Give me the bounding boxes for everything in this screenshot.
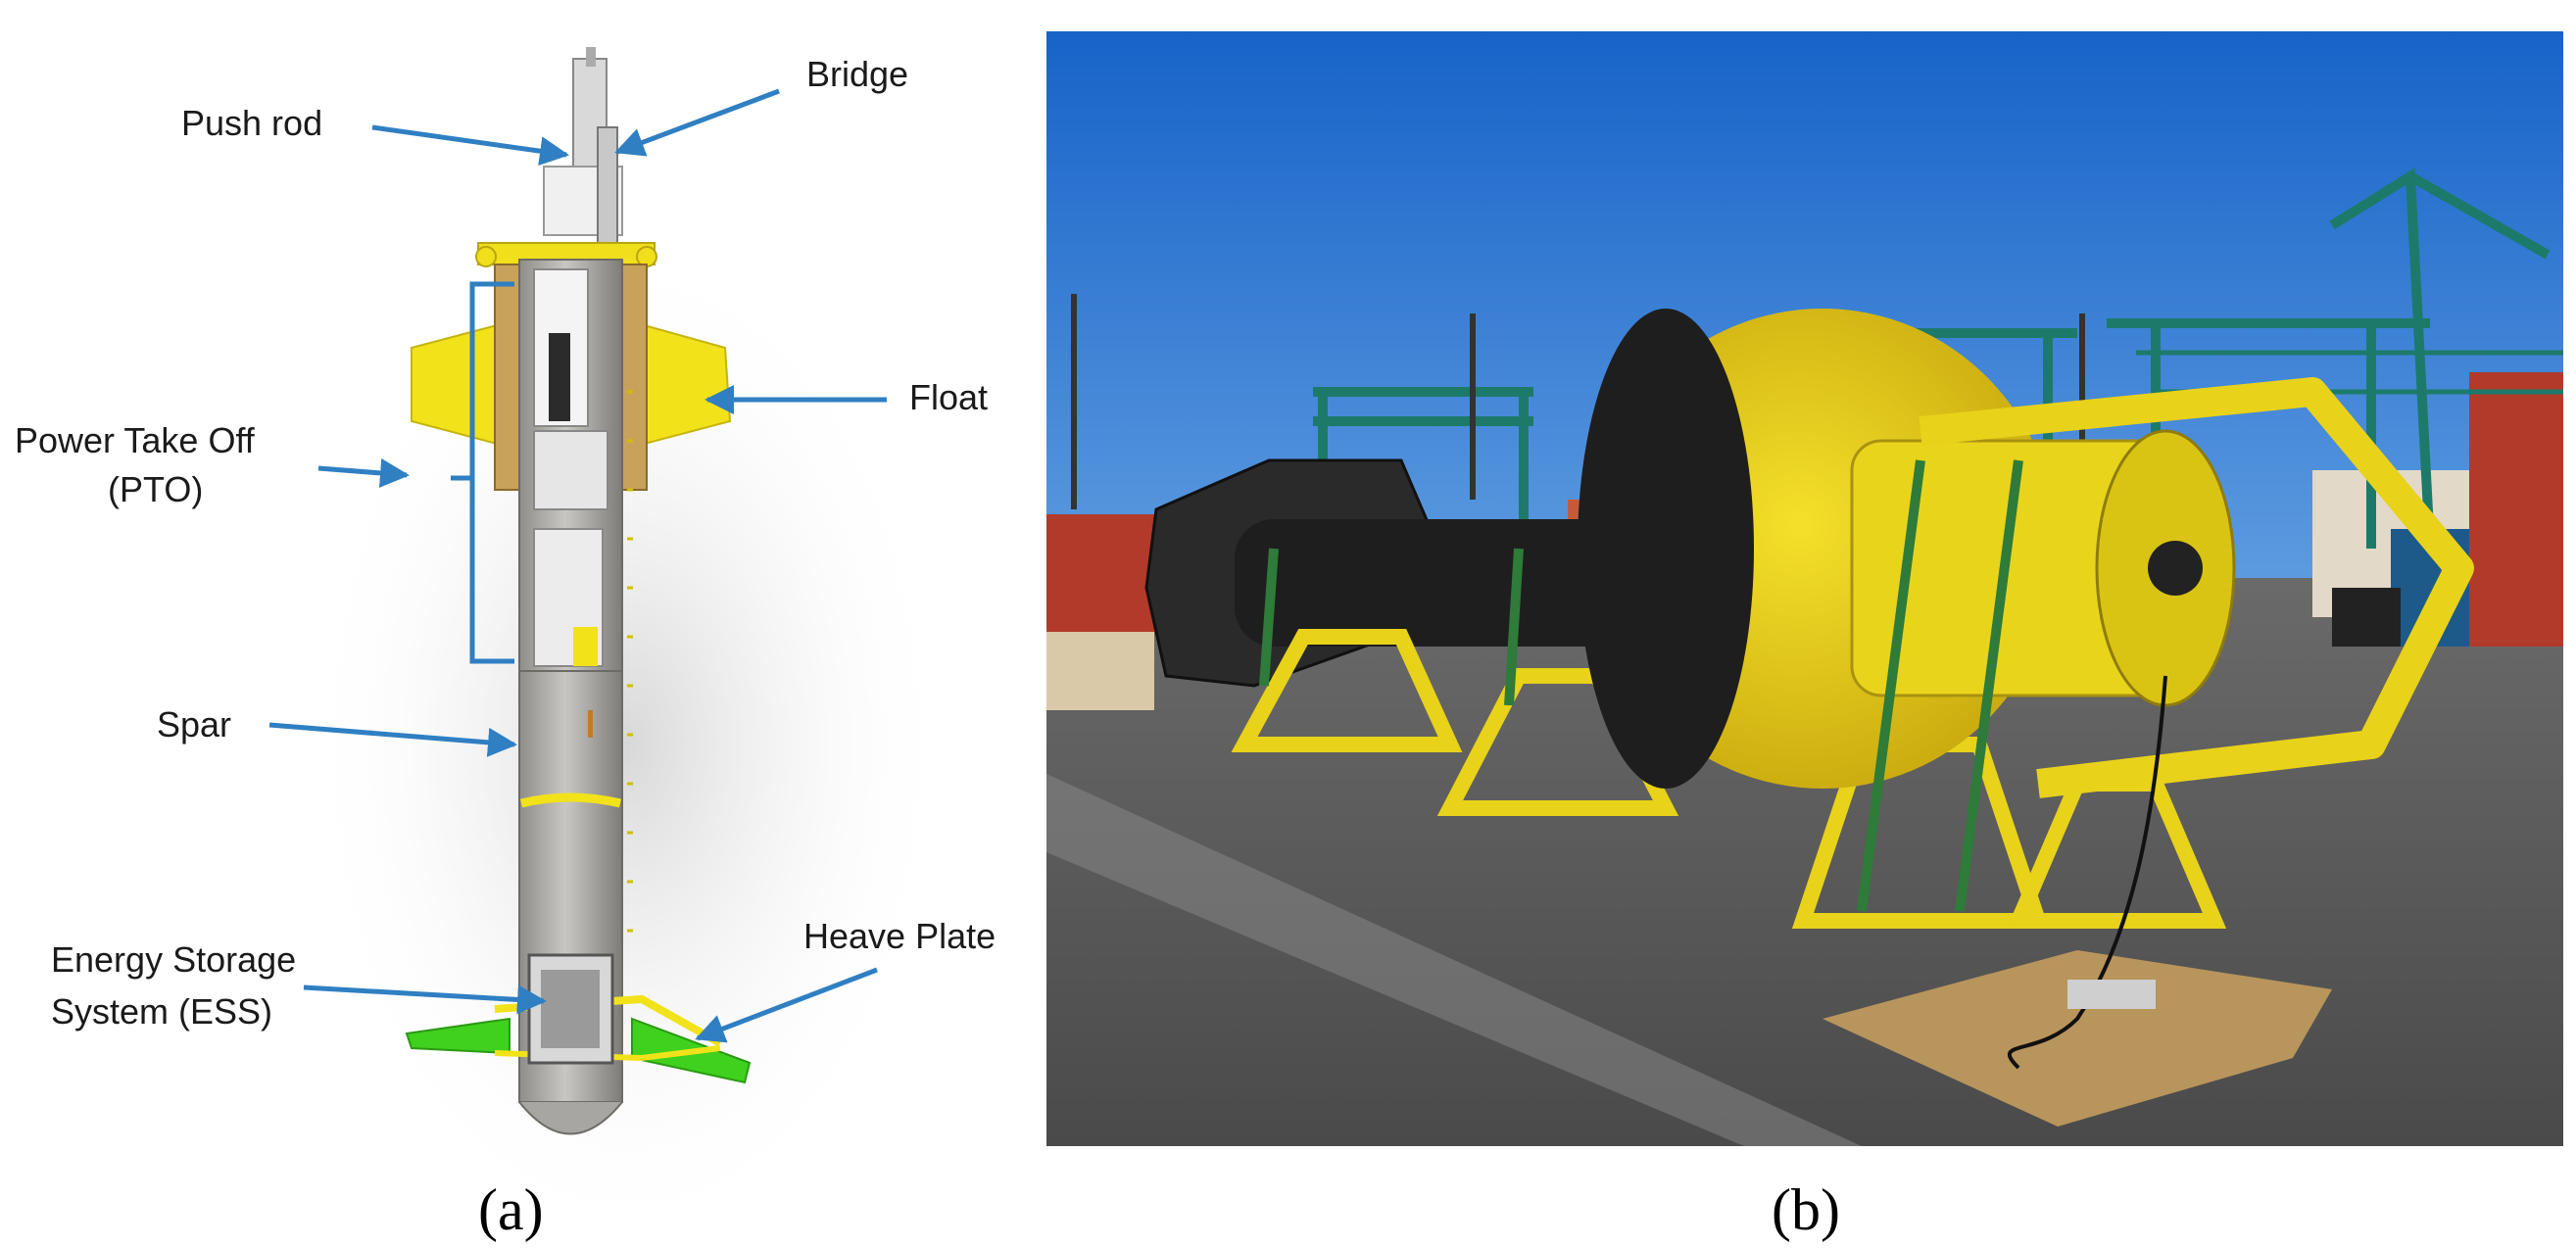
controller-box <box>2067 980 2156 1009</box>
curb-line <box>1046 774 1862 1146</box>
label-pto-line2: (PTO) <box>108 469 203 509</box>
green-straps <box>1259 459 2023 912</box>
caption-a: (a) <box>478 1177 544 1242</box>
label-ess-line1: Energy Storage <box>51 939 296 980</box>
arrow-pto <box>317 457 410 488</box>
label-pto-line1: Power Take Off <box>15 420 256 460</box>
arrow-ess <box>303 984 547 1015</box>
photo-illustration <box>1046 31 2563 1146</box>
ess-unit <box>527 953 614 1065</box>
bracket-pto <box>469 281 514 664</box>
arrow-push-rod <box>371 124 569 167</box>
panel-b: (b) <box>1046 31 2563 1242</box>
yellow-bridge-frame <box>1919 377 2474 798</box>
caption-b: (b) <box>1772 1177 1840 1242</box>
arrow-bridge <box>614 88 780 157</box>
mast-assembly <box>543 47 623 246</box>
cardboard-sheet <box>1823 950 2332 1127</box>
pto-hub <box>2148 541 2203 596</box>
label-push-rod: Push rod <box>181 103 322 143</box>
pto-cutaway <box>518 259 623 672</box>
label-spar: Spar <box>157 704 231 744</box>
arrow-spar <box>268 722 517 757</box>
panel-a: Push rod Bridge Float Power Take Off (PT… <box>15 47 996 1248</box>
label-float: Float <box>909 377 988 417</box>
annotation-arrows <box>268 88 887 1043</box>
light-poles <box>1071 294 2085 509</box>
label-ess-line2: System (ESS) <box>51 991 272 1032</box>
float-disc-back <box>1578 309 1754 789</box>
black-coupling <box>2332 588 2401 647</box>
label-heave-plate: Heave Plate <box>803 916 996 956</box>
label-bridge: Bridge <box>806 54 908 94</box>
arrow-heave-plate <box>695 967 878 1043</box>
